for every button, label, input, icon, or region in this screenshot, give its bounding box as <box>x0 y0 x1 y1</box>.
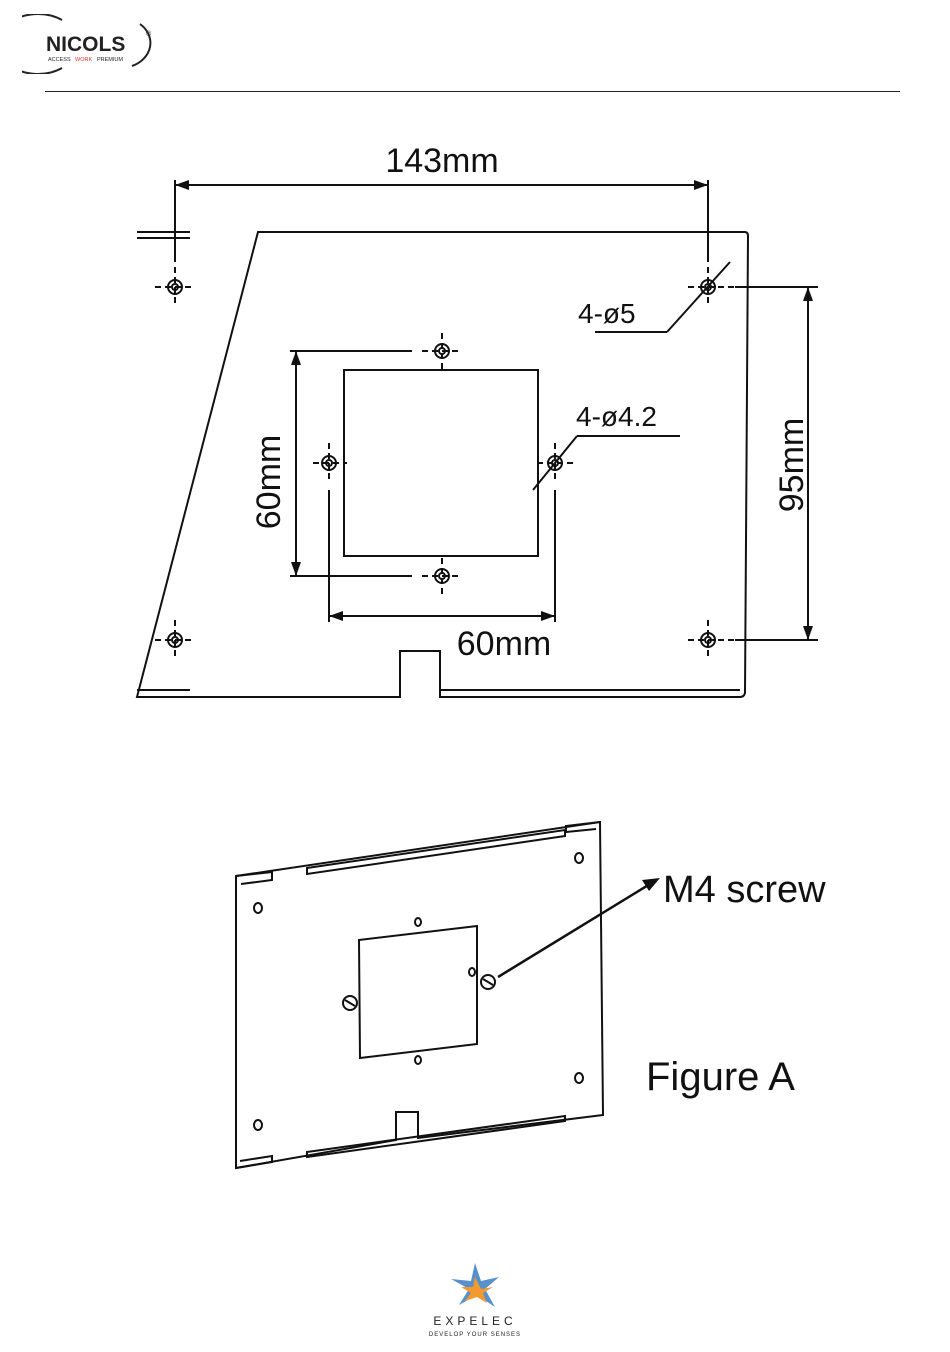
expelec-brand: EXPELEC <box>433 1314 516 1328</box>
screw-pointer-arrowhead <box>642 878 660 891</box>
logo-tagline-access: ACCESS <box>48 57 71 63</box>
leader-outer-holes <box>667 262 730 332</box>
logo-tagline-premium: PREMIUM <box>97 57 123 63</box>
iso-plate-outline <box>236 822 603 1168</box>
iso-hole-inner-right <box>469 968 475 976</box>
screw-label: M4 screw <box>663 869 826 911</box>
iso-hole-bl <box>254 1120 262 1130</box>
expelec-star-icon <box>451 1263 499 1307</box>
plate-outline <box>137 232 748 697</box>
iso-top-flange <box>307 830 565 874</box>
iso-screw-right <box>481 975 495 989</box>
hole-inner-bottom <box>422 558 462 596</box>
expelec-tagline: DEVELOP YOUR SENSES <box>429 1332 521 1338</box>
dimension-drawing: 143mm 95mm 60mm 60mm 4-ø5 4-ø4.2 <box>0 100 950 720</box>
inner-cutout <box>344 370 538 556</box>
dim-width-label: 143mm <box>385 142 498 180</box>
logo-tagline-work: WORK <box>75 57 92 63</box>
figure-caption: Figure A <box>646 1055 795 1099</box>
iso-top-left-tab <box>236 872 272 884</box>
dim-height-label: 95mm <box>773 418 811 512</box>
nicols-logo: NICOLS ® ACCESS WORK PREMIUM <box>22 14 172 74</box>
hole-top-left <box>155 267 195 307</box>
logo-registered: ® <box>146 30 152 38</box>
outer-holes-label: 4-ø5 <box>578 298 636 329</box>
inner-holes-label: 4-ø4.2 <box>576 401 657 432</box>
hole-bottom-right <box>688 620 740 660</box>
figure-a: M4 screw Figure A <box>0 800 950 1200</box>
dim-inner-height-label: 60mm <box>250 435 288 529</box>
iso-hole-tr <box>575 853 583 863</box>
header-divider <box>45 91 900 92</box>
iso-hole-inner-top <box>415 918 421 926</box>
screw-pointer-arrow <box>498 884 650 977</box>
iso-hole-inner-bottom <box>415 1056 421 1064</box>
hole-bottom-left <box>155 620 195 660</box>
iso-inner-cutout <box>359 926 477 1058</box>
expelec-logo: EXPELEC DEVELOP YOUR SENSES <box>415 1255 535 1340</box>
iso-hole-br <box>575 1073 583 1083</box>
logo-brand: NICOLS <box>46 33 125 56</box>
hole-inner-top <box>422 333 462 369</box>
iso-hole-tl <box>254 903 262 913</box>
dim-inner-width-label: 60mm <box>457 625 551 663</box>
hole-inner-left <box>313 443 347 483</box>
iso-screw-left <box>343 996 357 1010</box>
iso-bottom-left-tab <box>236 1156 272 1168</box>
